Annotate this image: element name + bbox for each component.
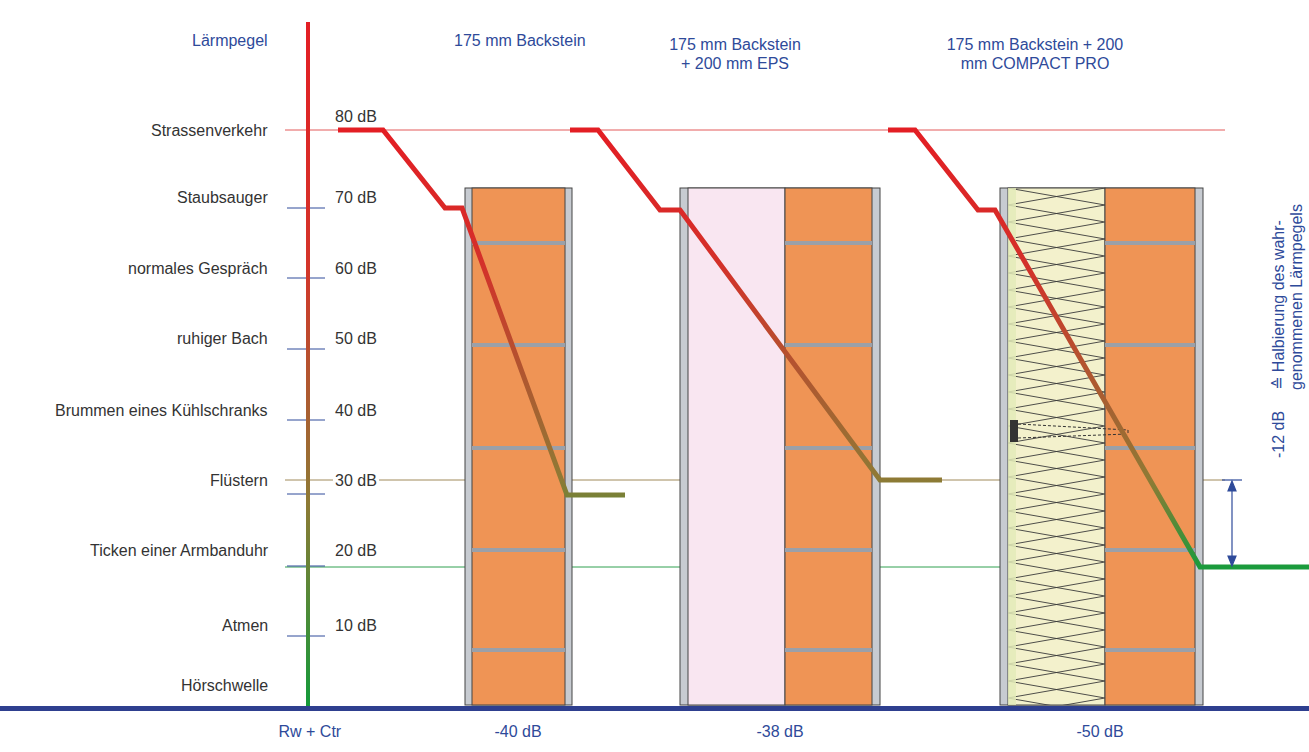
level-example: Staubsauger bbox=[177, 188, 268, 207]
reduction-value: -40 dB bbox=[495, 722, 542, 741]
level-example: ruhiger Bach bbox=[177, 329, 268, 348]
base-line bbox=[0, 706, 1309, 711]
level-line bbox=[285, 130, 1225, 131]
wall-heading: 175 mm Backstein + 200 mm EPS bbox=[665, 35, 805, 73]
noise-curve bbox=[338, 130, 1309, 567]
axis-title: Lärmpegel bbox=[192, 31, 268, 50]
level-example: normales Gespräch bbox=[128, 259, 268, 278]
level-value: 50 dB bbox=[335, 329, 377, 348]
rating-symbol: Rw + Ctr bbox=[279, 722, 342, 741]
reduction-value: -50 dB bbox=[1077, 722, 1124, 741]
wall-brick-compact-pro bbox=[1000, 188, 1203, 705]
level-example: Flüstern bbox=[210, 471, 268, 490]
level-value: 70 dB bbox=[335, 188, 377, 207]
level-example: Brummen eines Kühlschranks bbox=[55, 401, 268, 420]
level-value: 10 dB bbox=[335, 616, 377, 635]
level-value: 80 dB bbox=[335, 107, 377, 126]
wall-heading: 175 mm Backstein bbox=[454, 31, 586, 50]
level-axis bbox=[306, 22, 310, 706]
difference-arrow bbox=[1222, 480, 1242, 566]
wall-heading: 175 mm Backstein + 200 mm COMPACT PRO bbox=[945, 35, 1125, 73]
level-value: 30 dB bbox=[333, 471, 379, 490]
level-example: Hörschwelle bbox=[181, 676, 268, 695]
level-example: Ticken einer Armbanduhr bbox=[90, 541, 268, 560]
difference-note: ≙ Halbierung des wahr- genommenen Lärmpe… bbox=[1270, 190, 1306, 390]
level-value: 40 dB bbox=[335, 401, 377, 420]
level-value: 20 dB bbox=[335, 541, 377, 560]
anchor bbox=[1010, 420, 1018, 442]
reduction-value: -38 dB bbox=[757, 722, 804, 741]
level-value: 60 dB bbox=[335, 259, 377, 278]
level-example: Strassenverkehr bbox=[151, 121, 268, 140]
wall-brick-eps bbox=[680, 188, 880, 705]
level-example: Atmen bbox=[222, 616, 268, 635]
difference-value: -12 dB bbox=[1270, 398, 1288, 458]
